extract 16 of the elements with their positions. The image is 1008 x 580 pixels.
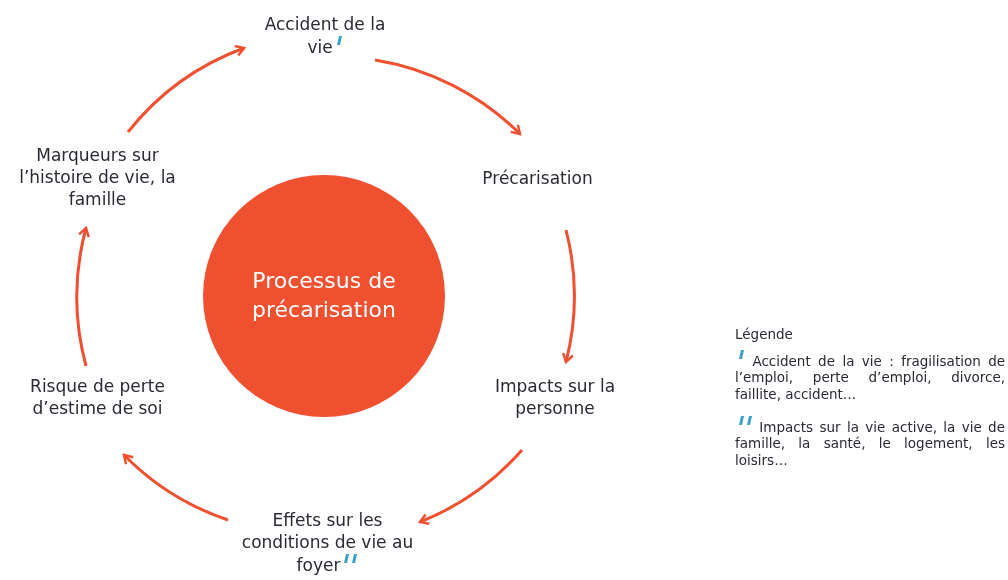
curved-arrow <box>75 226 91 367</box>
legend-entry: Impacts sur la vie active, la vie de famille, la santé, le logement, les loisirs… <box>735 415 1005 470</box>
curved-arrow <box>374 58 522 136</box>
legend-entry: Accident de la vie : fragilisation de l’emploi, perte d’emploi, divorce, faillite, accident… <box>735 348 1005 403</box>
curved-arrow <box>418 448 524 525</box>
curved-arrow <box>561 229 576 364</box>
node-text: Marqueurs sur l’histoire de vie, la famille <box>18 143 177 211</box>
legend-title: Légende <box>735 326 794 343</box>
node-text: Processus de précarisation <box>251 267 397 324</box>
node-text: Effets sur les conditions de vie au foyer <box>240 509 415 576</box>
curved-arrow <box>122 453 229 522</box>
node-text: Accident de la vie <box>263 12 387 58</box>
curved-arrow <box>126 45 246 133</box>
node-text: Impacts sur la personne <box>493 374 617 420</box>
node-text: Risque de perte d’estime de soi <box>29 374 166 420</box>
node-text: Précarisation <box>482 166 593 190</box>
